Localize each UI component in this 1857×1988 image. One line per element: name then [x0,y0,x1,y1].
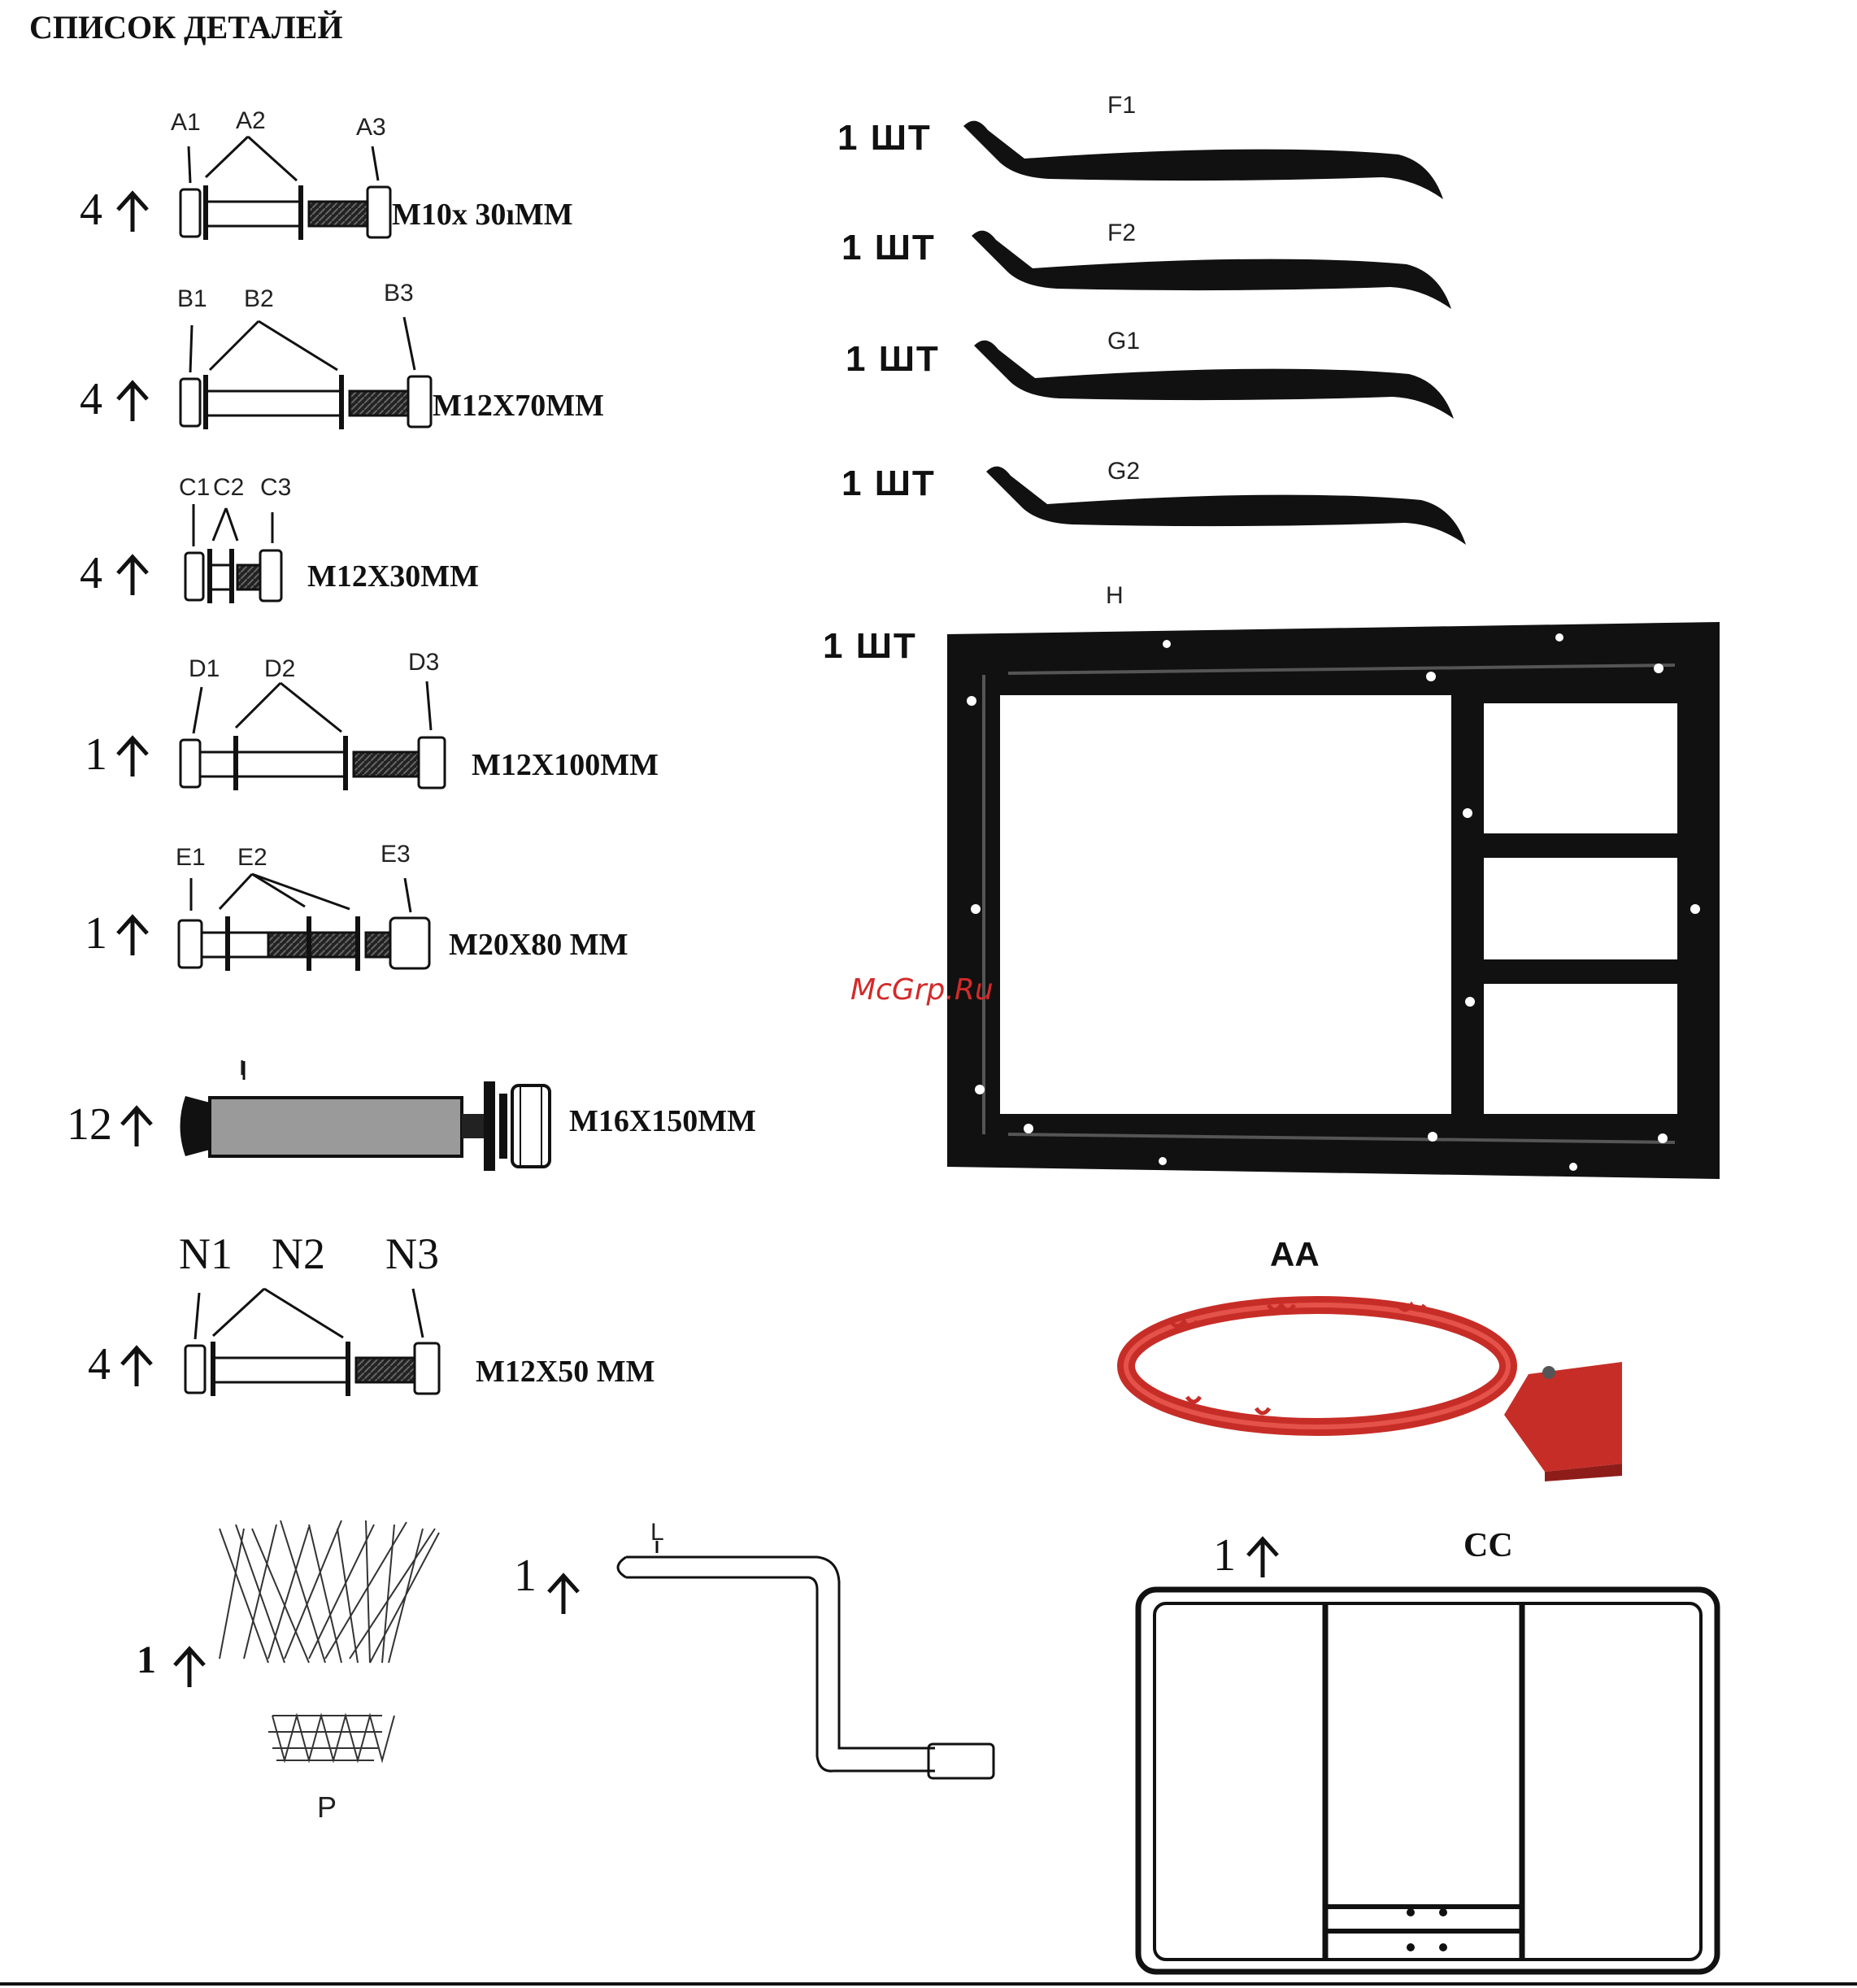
qty-bolt-c: 4 [80,550,102,596]
up-arrow-icon [118,557,147,595]
watermark: McGrp.Ru [850,976,994,1005]
label-e1: E1 [176,846,206,870]
label-c2: C2 [213,476,244,500]
label-aa: AA [1270,1238,1320,1272]
bolt-e [179,874,429,971]
label-i: I [239,1057,245,1078]
qty-crank-l: 1 [514,1553,537,1599]
rim-aa [1126,1305,1622,1481]
label-p: P [317,1793,337,1822]
label-e2: E2 [237,846,267,870]
label-c1: C1 [179,476,210,500]
label-l: L [650,1520,664,1545]
label-d3: D3 [408,650,439,675]
bolt-i [180,1061,550,1171]
label-f1: F1 [1107,94,1136,118]
up-arrow-icon [118,383,147,421]
arm-f1 [963,121,1443,199]
qty-bolt-n: 4 [88,1342,111,1387]
up-arrow-icon [122,1108,151,1146]
size-bolt-c: M12X30MM [307,561,479,592]
arms [963,121,1466,545]
up-arrow-icon [118,194,147,232]
bolt-a [180,137,390,240]
qty-bolt-a: 4 [80,187,102,233]
size-bolt-i: M16X150MM [569,1106,756,1137]
label-d2: D2 [264,657,295,681]
up-arrow-icon [1248,1539,1277,1577]
crank-l [618,1541,994,1778]
qty-bolt-e: 1 [85,911,107,956]
label-a1: A1 [171,111,201,135]
arm-g2 [986,467,1466,545]
page-title: СПИСОК ДЕТАЛЕЙ [29,11,343,44]
up-arrow-icon [118,738,147,776]
qty-bolt-b: 4 [80,376,102,422]
backboard-cc [1138,1590,1717,1972]
label-cc: CC [1463,1529,1513,1563]
qty-net-p: 1 [137,1641,156,1680]
bolt-n [185,1289,439,1396]
label-c3: C3 [260,476,291,500]
label-b2: B2 [244,287,274,311]
label-d1: D1 [189,657,220,681]
label-b3: B3 [384,281,414,306]
up-arrow-icon [122,1348,151,1386]
size-bolt-e: M20X80 MM [449,929,628,960]
label-b1: B1 [177,287,207,311]
label-e3: E3 [381,842,411,867]
label-a2: A2 [236,109,266,133]
bolt-b [180,317,431,429]
label-h: H [1106,584,1124,608]
qty-bolt-i: 12 [67,1102,112,1147]
size-bolt-d: M12X100MM [472,750,659,781]
up-arrow-icon [175,1649,204,1687]
size-bolt-n: M12X50 MM [476,1356,655,1387]
qty-arm-g1: 1 ШТ [846,341,940,377]
qty-arm-g2: 1 ШТ [842,466,936,502]
size-bolt-a: M10x 30ıMM [392,199,573,230]
label-n1: N1 [179,1232,233,1276]
label-g2: G2 [1107,459,1140,484]
frame-h [947,622,1720,1179]
arm-f2 [972,231,1451,309]
size-bolt-b: M12X70MM [433,390,604,421]
bolt-d [180,681,445,790]
qty-arm-f2: 1 ШТ [842,230,936,266]
qty-bolt-d: 1 [85,732,107,777]
qty-backboard-cc: 1 [1213,1533,1236,1578]
net-p [220,1520,439,1760]
up-arrow-icon [118,917,147,955]
up-arrow-icon [549,1576,578,1614]
label-g1: G1 [1107,329,1140,354]
bolt-c [185,504,281,603]
qty-arm-f1: 1 ШТ [837,120,932,156]
qty-frame-h: 1 ШТ [823,629,917,664]
label-n2: N2 [272,1232,325,1276]
label-f2: F2 [1107,221,1136,246]
label-n3: N3 [385,1232,439,1276]
label-a3: A3 [356,115,386,140]
arm-g1 [974,341,1454,419]
